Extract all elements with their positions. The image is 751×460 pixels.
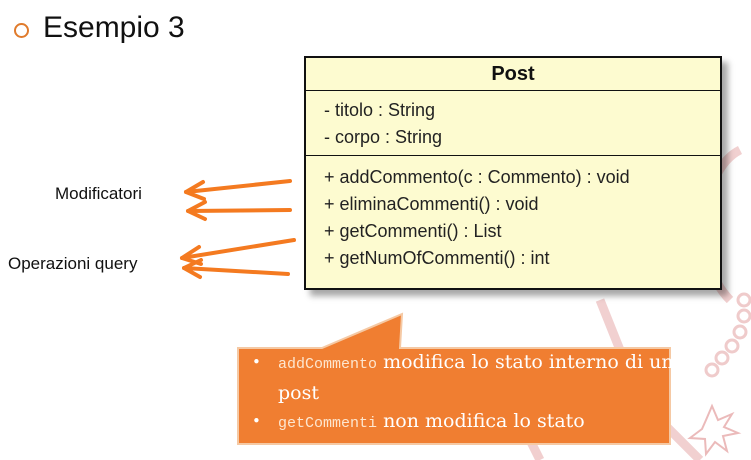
arrow-modifier-1	[184, 179, 292, 201]
slide-title: Esempio 3	[43, 11, 185, 44]
uml-attribute: - titolo : String	[324, 100, 436, 120]
uml-operations: + addCommento(c : Commento) : void + eli…	[306, 156, 720, 272]
uml-operation: + getNumOfCommenti() : int	[324, 248, 550, 268]
callout-item-text: non modifica lo stato	[377, 410, 585, 432]
uml-class-name: Post	[306, 58, 720, 91]
uml-operation: + addCommento(c : Commento) : void	[324, 167, 630, 187]
arrow-query-2	[182, 258, 290, 279]
uml-class-post: Post - titolo : String - corpo : String …	[304, 56, 722, 290]
callout-code: addCommento	[278, 356, 378, 373]
callout-code: getCommenti	[278, 415, 378, 432]
callout-item: • getCommenti non modifica lo stato	[240, 407, 680, 438]
callout-item: • addCommento modifica lo stato interno …	[240, 348, 680, 407]
slide-title-row: Esempio 3	[14, 6, 185, 50]
label-operazioni-query: Operazioni query	[8, 254, 138, 273]
uml-operation: + eliminaCommenti() : void	[324, 194, 539, 214]
arrow-modifier-2	[186, 200, 292, 221]
uml-attribute: - corpo : String	[324, 127, 443, 147]
title-bullet-icon	[14, 22, 29, 38]
uml-attributes: - titolo : String - corpo : String	[306, 91, 720, 156]
callout-text: • addCommento modifica lo stato interno …	[240, 348, 680, 438]
callout-bullet: •	[252, 412, 261, 430]
label-modificatori: Modificatori	[55, 184, 142, 203]
callout-box	[237, 312, 671, 445]
callout-bullet: •	[252, 353, 261, 371]
uml-operation: + getCommenti() : List	[324, 221, 502, 241]
callout-item-text: modifica lo stato interno di un post	[278, 351, 674, 404]
